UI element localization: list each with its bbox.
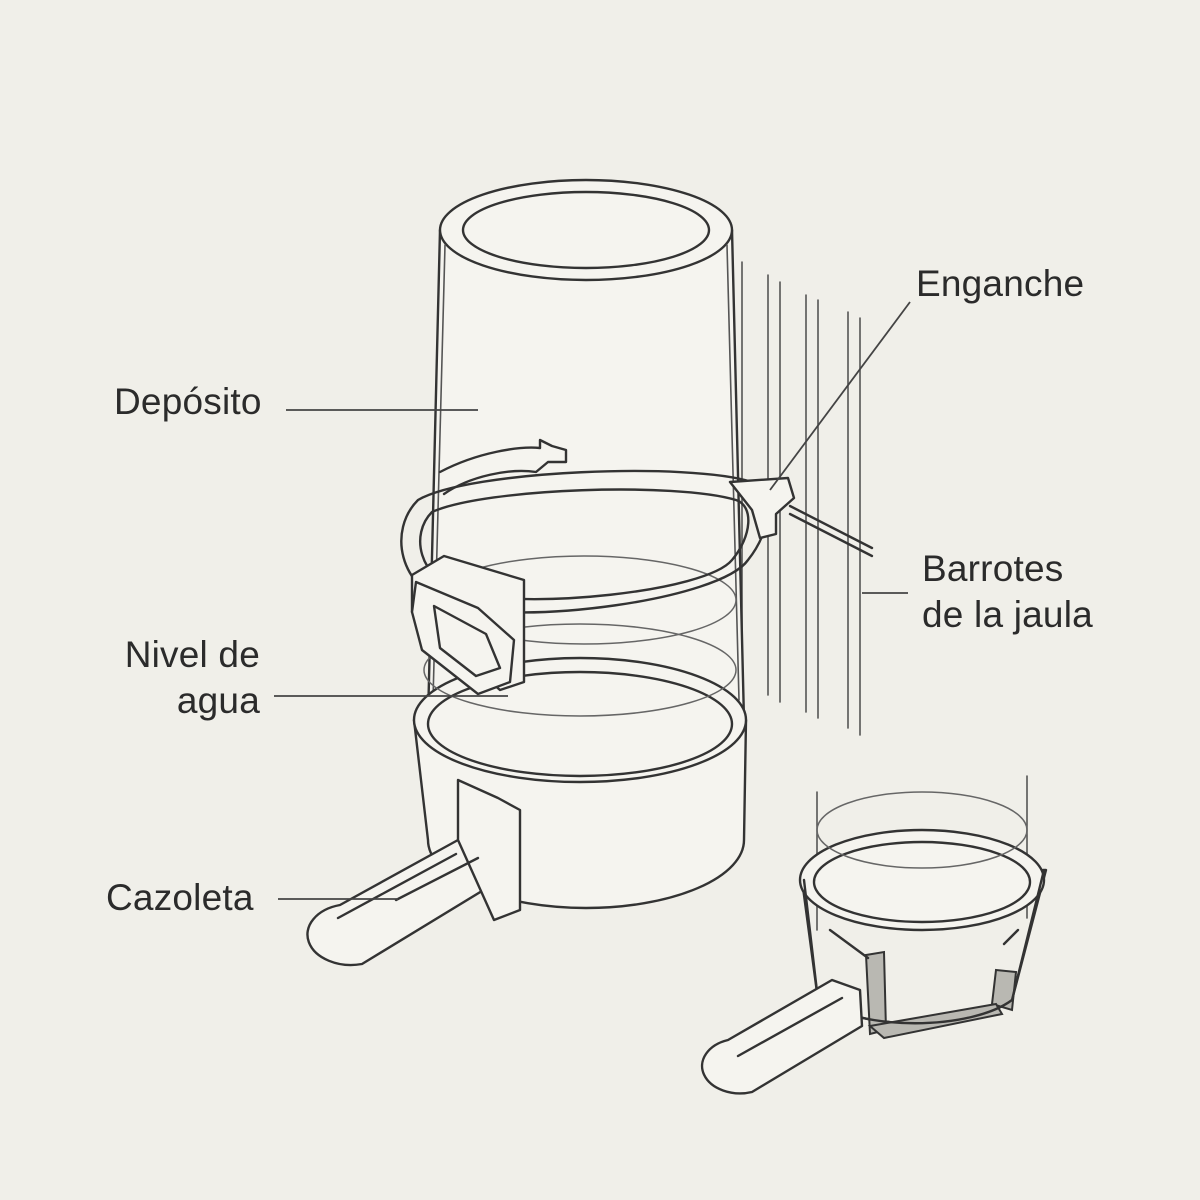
label-nivel-de-agua: Nivel de agua bbox=[100, 632, 260, 724]
label-nivel-line2: agua bbox=[176, 680, 260, 721]
label-deposito: Depósito bbox=[114, 381, 262, 422]
label-enganche: Enganche bbox=[916, 263, 1085, 304]
leader-enganche bbox=[769, 301, 911, 491]
main-waterer bbox=[306, 178, 874, 967]
label-barrotes-line1: Barrotes bbox=[922, 548, 1064, 589]
clip-ring bbox=[400, 438, 874, 696]
leader-lines bbox=[274, 301, 911, 900]
perch bbox=[306, 778, 522, 967]
label-barrotes: Barrotes de la jaula bbox=[922, 546, 1093, 638]
label-nivel-line1: Nivel de bbox=[124, 634, 260, 675]
label-cazoleta: Cazoleta bbox=[106, 877, 254, 918]
label-barrotes-line2: de la jaula bbox=[922, 594, 1093, 635]
detail-cup-cutaway bbox=[700, 775, 1048, 1095]
